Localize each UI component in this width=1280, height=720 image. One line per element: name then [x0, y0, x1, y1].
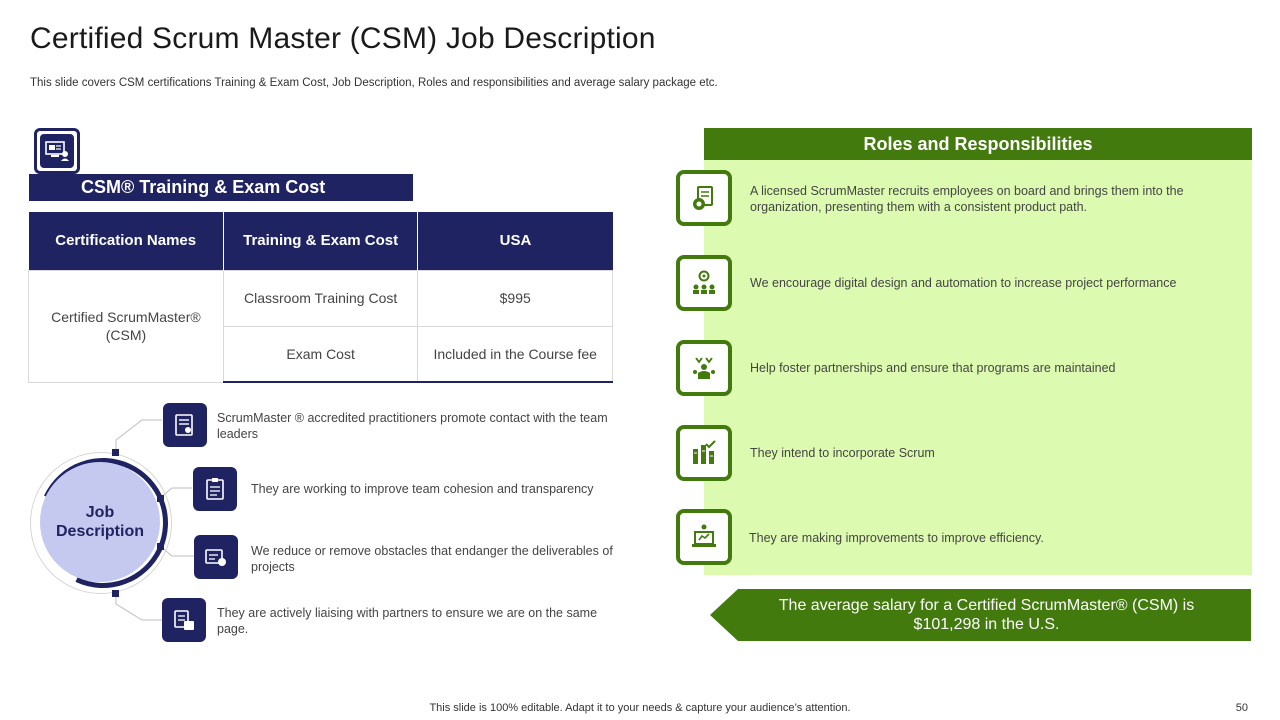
job-description-label: Job Description: [55, 504, 144, 540]
role-text: We encourage digital design and automati…: [750, 276, 1177, 290]
team-gear-icon: [676, 255, 732, 311]
role-text: They intend to incorporate Scrum: [750, 446, 935, 460]
usa-cost-cell: $995: [417, 269, 613, 327]
cost-item-cell: Exam Cost: [222, 325, 419, 383]
roles-header: Roles and Responsibilities: [704, 128, 1252, 160]
connector-dot: [112, 449, 119, 456]
job-description-item-text: They are actively liaising with partners…: [217, 606, 598, 636]
role-text: They are making improvements to improve …: [749, 531, 1044, 545]
slide-title: Certified Scrum Master (CSM) Job Descrip…: [30, 22, 656, 55]
improvement-laptop-icon: [676, 509, 732, 565]
table-row: Certified ScrumMaster® (CSM) Classroom T…: [28, 269, 613, 383]
connector-dot: [112, 590, 119, 597]
recruit-documents-icon: [676, 170, 732, 226]
usa-cost-cell: Included in the Course fee: [417, 325, 613, 383]
certification-name-cell: Certified ScrumMaster® (CSM): [28, 269, 224, 383]
job-description-circle: Job Description: [40, 462, 160, 582]
page-number: 50: [1235, 702, 1248, 714]
cost-section-header: CSM® Training & Exam Cost: [29, 174, 413, 201]
column-header: USA: [417, 212, 613, 270]
certificate-icon: [163, 403, 207, 447]
table-row: Exam Cost Included in the Course fee: [29, 325, 613, 383]
cost-table: Certification Names Training & Exam Cost…: [28, 212, 613, 383]
column-header: Certification Names: [28, 212, 224, 270]
role-text: Help foster partnerships and ensure that…: [750, 361, 1116, 375]
certificate-computer-icon: [34, 128, 80, 174]
job-description-item-text: ScrumMaster ® accredited practitioners p…: [217, 411, 608, 441]
role-text: A licensed ScrumMaster recruits employee…: [750, 184, 1184, 214]
certification-name: Certified ScrumMaster® (CSM): [51, 309, 201, 343]
cost-item-cell: Classroom Training Cost: [222, 269, 419, 327]
obstacle-removal-icon: [194, 535, 238, 579]
clipboard-icon: [193, 467, 237, 511]
partners-document-icon: [162, 598, 206, 642]
scrum-chart-icon: [676, 425, 732, 481]
roles-panel: [704, 160, 1252, 575]
connector-dot: [157, 543, 164, 550]
slide-subtitle: This slide covers CSM certifications Tra…: [30, 77, 718, 89]
salary-banner: [710, 589, 1251, 641]
footer-text: This slide is 100% editable. Adapt it to…: [429, 702, 851, 714]
column-header: Training & Exam Cost: [223, 212, 419, 270]
table-header-row: Certification Names Training & Exam Cost…: [28, 212, 613, 270]
partnership-icon: [676, 340, 732, 396]
job-description-ring: [30, 452, 172, 594]
connector-dot: [157, 495, 164, 502]
salary-note: The average salary for a Certified Scrum…: [778, 597, 1195, 633]
job-description-item-text: They are working to improve team cohesio…: [251, 482, 594, 496]
job-description-item-text: We reduce or remove obstacles that endan…: [251, 544, 613, 574]
